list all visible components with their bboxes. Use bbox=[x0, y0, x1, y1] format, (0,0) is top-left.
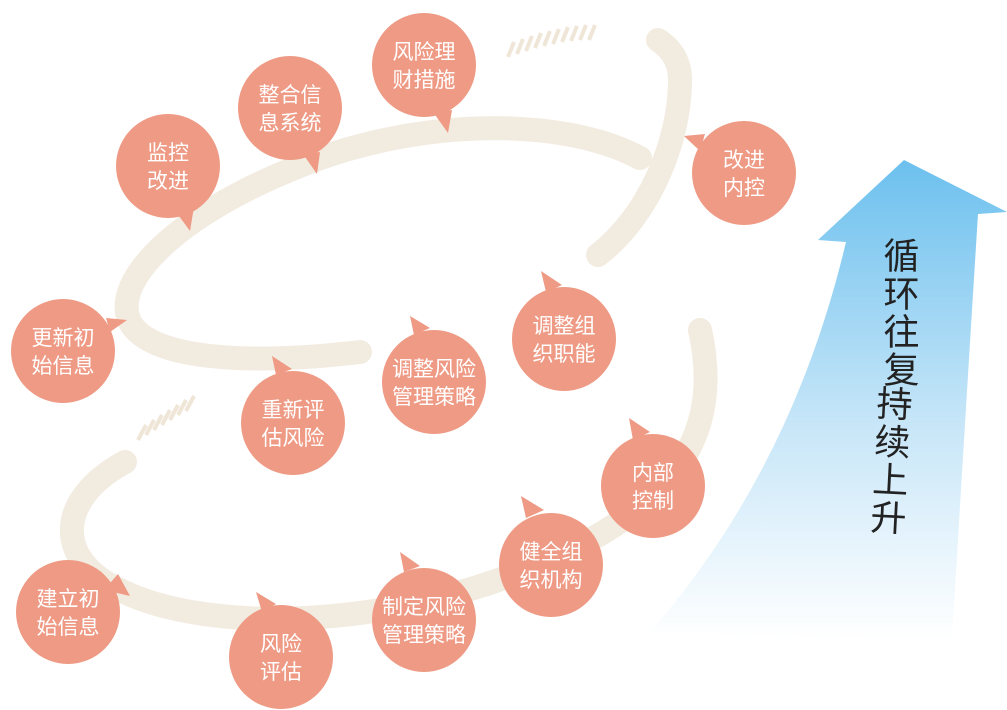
slogan-line-2: 持续上升 bbox=[864, 384, 913, 538]
node-circle bbox=[241, 371, 345, 475]
node-label-line-1: 调整组 bbox=[533, 314, 596, 338]
slogan: 循环往复 持续上升 bbox=[864, 237, 919, 538]
node-pointer bbox=[410, 316, 430, 335]
node-label-line-2: 改进 bbox=[147, 169, 189, 193]
up-arrow-icon bbox=[650, 160, 1007, 640]
node-label-line-1: 风险 bbox=[260, 632, 302, 656]
node-circle bbox=[16, 560, 120, 664]
node-label-line-1: 风险理 bbox=[393, 40, 456, 64]
node-circle bbox=[601, 434, 705, 538]
node-pointer bbox=[541, 271, 562, 292]
nodes-layer: 建立初始信息风险评估制定风险管理策略健全组织机构内部控制更新初始信息重新评估风险… bbox=[11, 13, 796, 709]
node-label-line-2: 息系统 bbox=[259, 111, 322, 135]
node-pointer bbox=[256, 592, 276, 612]
node-label-line-1: 监控 bbox=[147, 141, 189, 165]
node-pointer bbox=[521, 496, 544, 518]
node-pointer bbox=[106, 318, 127, 332]
node-circle bbox=[512, 287, 616, 391]
node-label-line-2: 估风险 bbox=[262, 426, 325, 450]
node-label-line-2: 始信息 bbox=[37, 615, 100, 639]
node-label-line-1: 内部 bbox=[632, 461, 674, 485]
node-circle bbox=[11, 299, 115, 403]
node-pointer bbox=[303, 152, 320, 174]
node-pointer bbox=[629, 418, 650, 440]
node-label-line-2: 管理策略 bbox=[382, 623, 466, 647]
node-label-line-2: 管理策略 bbox=[392, 385, 476, 409]
node-circle bbox=[382, 330, 486, 434]
node-label-line-2: 评估 bbox=[260, 660, 302, 684]
node-label-line-2: 织机构 bbox=[520, 568, 583, 592]
node-label-line-1: 调整风险 bbox=[392, 357, 476, 381]
slogan-line-1: 循环往复 bbox=[878, 237, 919, 389]
node-circle bbox=[229, 605, 333, 709]
node-label-line-1: 整合信 bbox=[259, 83, 322, 107]
node-label-line-1: 重新评 bbox=[262, 398, 325, 422]
node-label-line-1: 更新初 bbox=[32, 326, 95, 350]
node-circle bbox=[499, 513, 603, 617]
node-label-line-2: 织职能 bbox=[533, 342, 596, 366]
node-label-line-2: 财措施 bbox=[393, 68, 456, 92]
upper-ring bbox=[114, 24, 693, 371]
node-circle bbox=[116, 114, 220, 218]
node-label-line-1: 健全组 bbox=[520, 540, 583, 564]
node-label-line-1: 改进 bbox=[723, 148, 765, 172]
ring-hatch-top bbox=[506, 24, 597, 58]
node-pointer bbox=[400, 552, 420, 572]
node-label-line-1: 制定风险 bbox=[382, 595, 466, 619]
node-label-line-2: 内控 bbox=[723, 176, 765, 200]
node-label-line-1: 建立初 bbox=[37, 587, 100, 611]
node-label-line-2: 控制 bbox=[632, 489, 674, 513]
node-circle bbox=[238, 56, 342, 160]
node-label-line-2: 始信息 bbox=[32, 354, 95, 378]
ring-hatch bbox=[136, 395, 196, 441]
node-circle bbox=[372, 13, 476, 117]
node-circle bbox=[372, 568, 476, 672]
node-circle bbox=[692, 121, 796, 225]
node-pointer bbox=[272, 356, 292, 375]
node-pointer bbox=[433, 110, 452, 133]
